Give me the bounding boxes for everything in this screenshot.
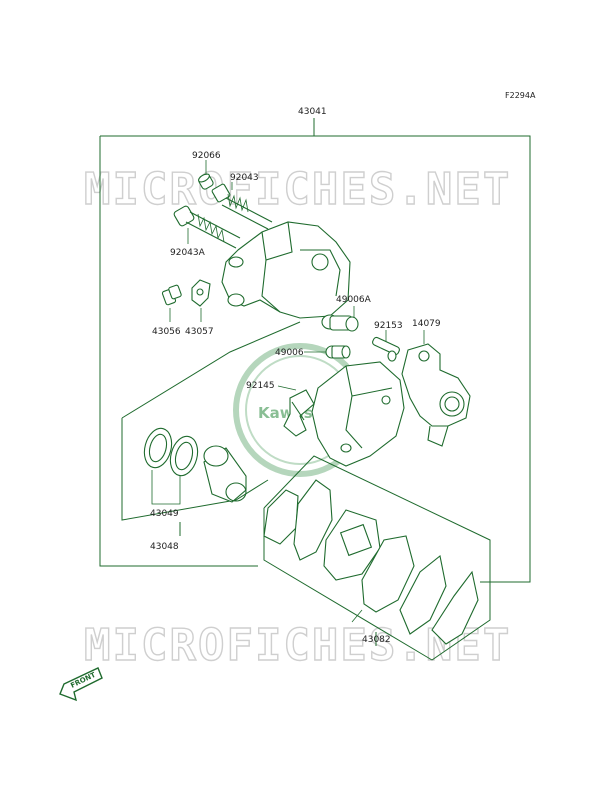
caliper-body-icon	[311, 361, 405, 467]
part-label-49006A[interactable]: 49006A	[336, 295, 372, 305]
part-label-43057[interactable]: 43057	[185, 327, 214, 337]
caliper-bracket-icon	[221, 221, 351, 319]
part-49006-bushing-icon	[325, 345, 351, 359]
part-49006A-sleeve-icon	[321, 314, 359, 332]
part-14079-bracket-icon	[401, 343, 471, 447]
part-43056-bleeder-icon	[161, 284, 182, 306]
bracket-43041	[99, 118, 531, 583]
part-label-92153[interactable]: 92153	[374, 321, 403, 331]
piston-icon	[203, 445, 247, 503]
part-label-43056[interactable]: 43056	[152, 327, 181, 337]
part-label-43041[interactable]: 43041	[298, 107, 327, 117]
part-92145-clip-icon	[283, 389, 315, 437]
part-label-92043A[interactable]: 92043A	[170, 248, 206, 258]
part-43057-cap-icon	[191, 279, 211, 307]
bracket-43082	[263, 455, 491, 661]
part-label-14079[interactable]: 14079	[412, 319, 441, 329]
part-label-43049[interactable]: 43049	[150, 509, 179, 519]
part-92153-pin-icon	[372, 336, 400, 362]
figure-code: F2294A	[505, 91, 536, 100]
part-label-43048[interactable]: 43048	[150, 542, 179, 552]
brake-pads-icon	[263, 479, 479, 645]
part-92043A-bolt-icon	[173, 205, 241, 249]
front-arrow-icon: FRONT	[59, 667, 103, 702]
part-43049-seal-icon	[143, 427, 199, 477]
watermark-top: MICROFICHES.NET	[84, 164, 511, 215]
part-label-43082[interactable]: 43082	[362, 635, 391, 645]
bracket-43048	[121, 321, 301, 521]
part-92043-pin-icon	[211, 183, 273, 230]
part-label-92043[interactable]: 92043	[230, 173, 259, 183]
part-label-92145[interactable]: 92145	[246, 381, 275, 391]
part-label-49006[interactable]: 49006	[275, 348, 304, 358]
part-label-92066[interactable]: 92066	[192, 151, 221, 161]
part-92066-cap-icon	[198, 173, 214, 190]
